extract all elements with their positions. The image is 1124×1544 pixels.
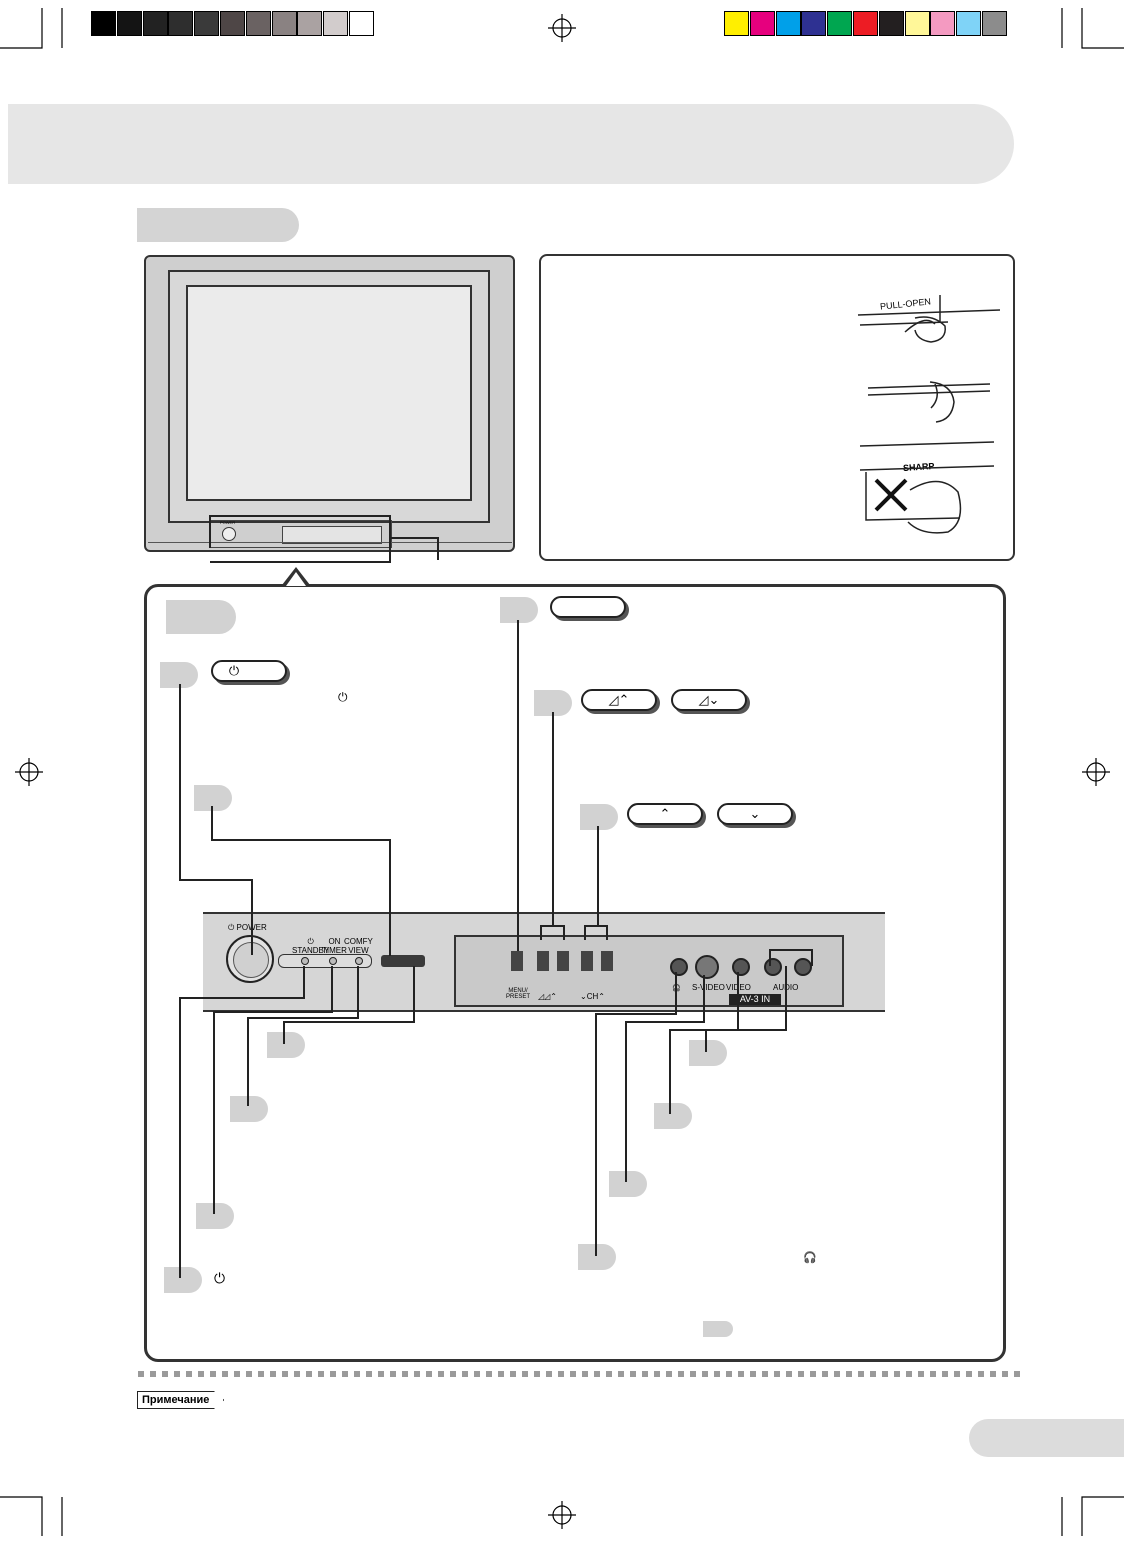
color-swatch [724,11,749,36]
color-swatch [245,11,271,36]
callout-tag-video [654,1103,692,1129]
menu-preset-key [511,951,523,971]
video-jack [732,958,750,976]
ch-down-key [581,951,593,971]
standby-symbol: ⏻ [214,1270,226,1286]
s-video-label: S-VIDEO [692,983,725,992]
color-swatch [749,11,775,36]
color-swatch [930,11,956,36]
volume-down-label: ◿⌄ [698,692,720,707]
tv-mini-power-label: POWER [220,520,236,525]
comfy-view-label: COMFY VIEW [344,937,373,955]
tv-power-button-mini [222,527,236,541]
vol-down-key [537,951,549,971]
remote-sensor-window [381,955,425,967]
color-swatch [956,11,982,36]
callout-tag-s-video [609,1171,647,1197]
color-swatch [775,11,801,36]
color-swatch [116,11,142,36]
color-swatch [323,11,349,36]
color-swatch [194,11,220,36]
page-number-pill [969,1419,1124,1457]
audio-right-jack [794,958,812,976]
comfy-view-indicator [355,957,363,965]
channel-down-button-icon: ⌄ [717,803,793,825]
color-swatch [878,11,904,36]
callout-tag-audio [689,1040,727,1066]
tv-front-door-mini [282,526,382,544]
color-swatch [853,11,878,36]
power-button-icon: ⏻ [211,660,287,682]
headphone-jack [670,958,688,976]
page-header-band [8,104,1014,184]
menu-preset-label: MENU/ PRESET [506,988,531,1000]
volume-up-label: ◿⌃ [608,692,630,707]
note-badge: Примечание [137,1391,225,1409]
control-panel-frame [144,584,1006,1362]
vol-up-key [557,951,569,971]
color-swatch [220,11,245,36]
door-drawings [857,295,1001,534]
callout-tag-comfy-view [267,1032,305,1058]
channel-key-label: ⌄CH⌃ [580,992,605,1001]
color-swatch [801,11,827,36]
callout-tag-standby-indicator [164,1267,202,1293]
power-inline-symbol: ⏻ [338,690,348,704]
s-video-jack [695,955,719,979]
section-title-pill [137,208,299,242]
on-timer-indicator [329,957,337,965]
channel-up-button-icon: ⌃ [627,803,703,825]
color-swatch [827,11,853,36]
callout-tag-volume [534,690,572,716]
on-timer-label: ON TIMER [322,937,347,955]
volume-key-label: ◿◿⌃ [538,992,558,1001]
channel-up-label: ⌃ [659,806,671,821]
audio-left-jack [764,958,782,976]
panel-pointer-notch-inner [286,572,306,586]
tv-screen [186,285,472,501]
registration-marks [0,8,1124,1536]
standby-indicator [301,957,309,965]
page-ref-tag [703,1321,733,1337]
channel-down-label: ⌄ [749,806,761,821]
color-swatch [168,11,194,36]
color-swatch [297,11,323,36]
dotted-separator [138,1371,1020,1377]
do-not-icon [874,478,908,512]
door-instruction-box [539,254,1015,561]
power-symbol: ⏻ [228,663,240,678]
color-swatch [91,11,116,36]
color-swatch [904,11,930,36]
front-panel-section-tag [166,600,236,634]
tv-stand-base [148,542,512,553]
color-swatch [349,11,374,36]
color-swatch [142,11,168,36]
av3-in-label: AV-3 IN [729,994,781,1005]
headphone-icon: 🎧 [803,1252,817,1264]
color-swatch [271,11,297,36]
callout-tag-menu [500,597,538,623]
callout-tag-power [160,662,198,688]
color-swatch [982,11,1007,36]
power-label: ⏻ POWER [228,923,267,932]
callout-tag-channel [580,804,618,830]
standby-label: ⏻ STANDBY [292,937,330,955]
menu-button-icon [550,596,626,618]
volume-up-button-icon: ◿⌃ [581,689,657,711]
volume-down-button-icon: ◿⌄ [671,689,747,711]
ch-up-key [601,951,613,971]
